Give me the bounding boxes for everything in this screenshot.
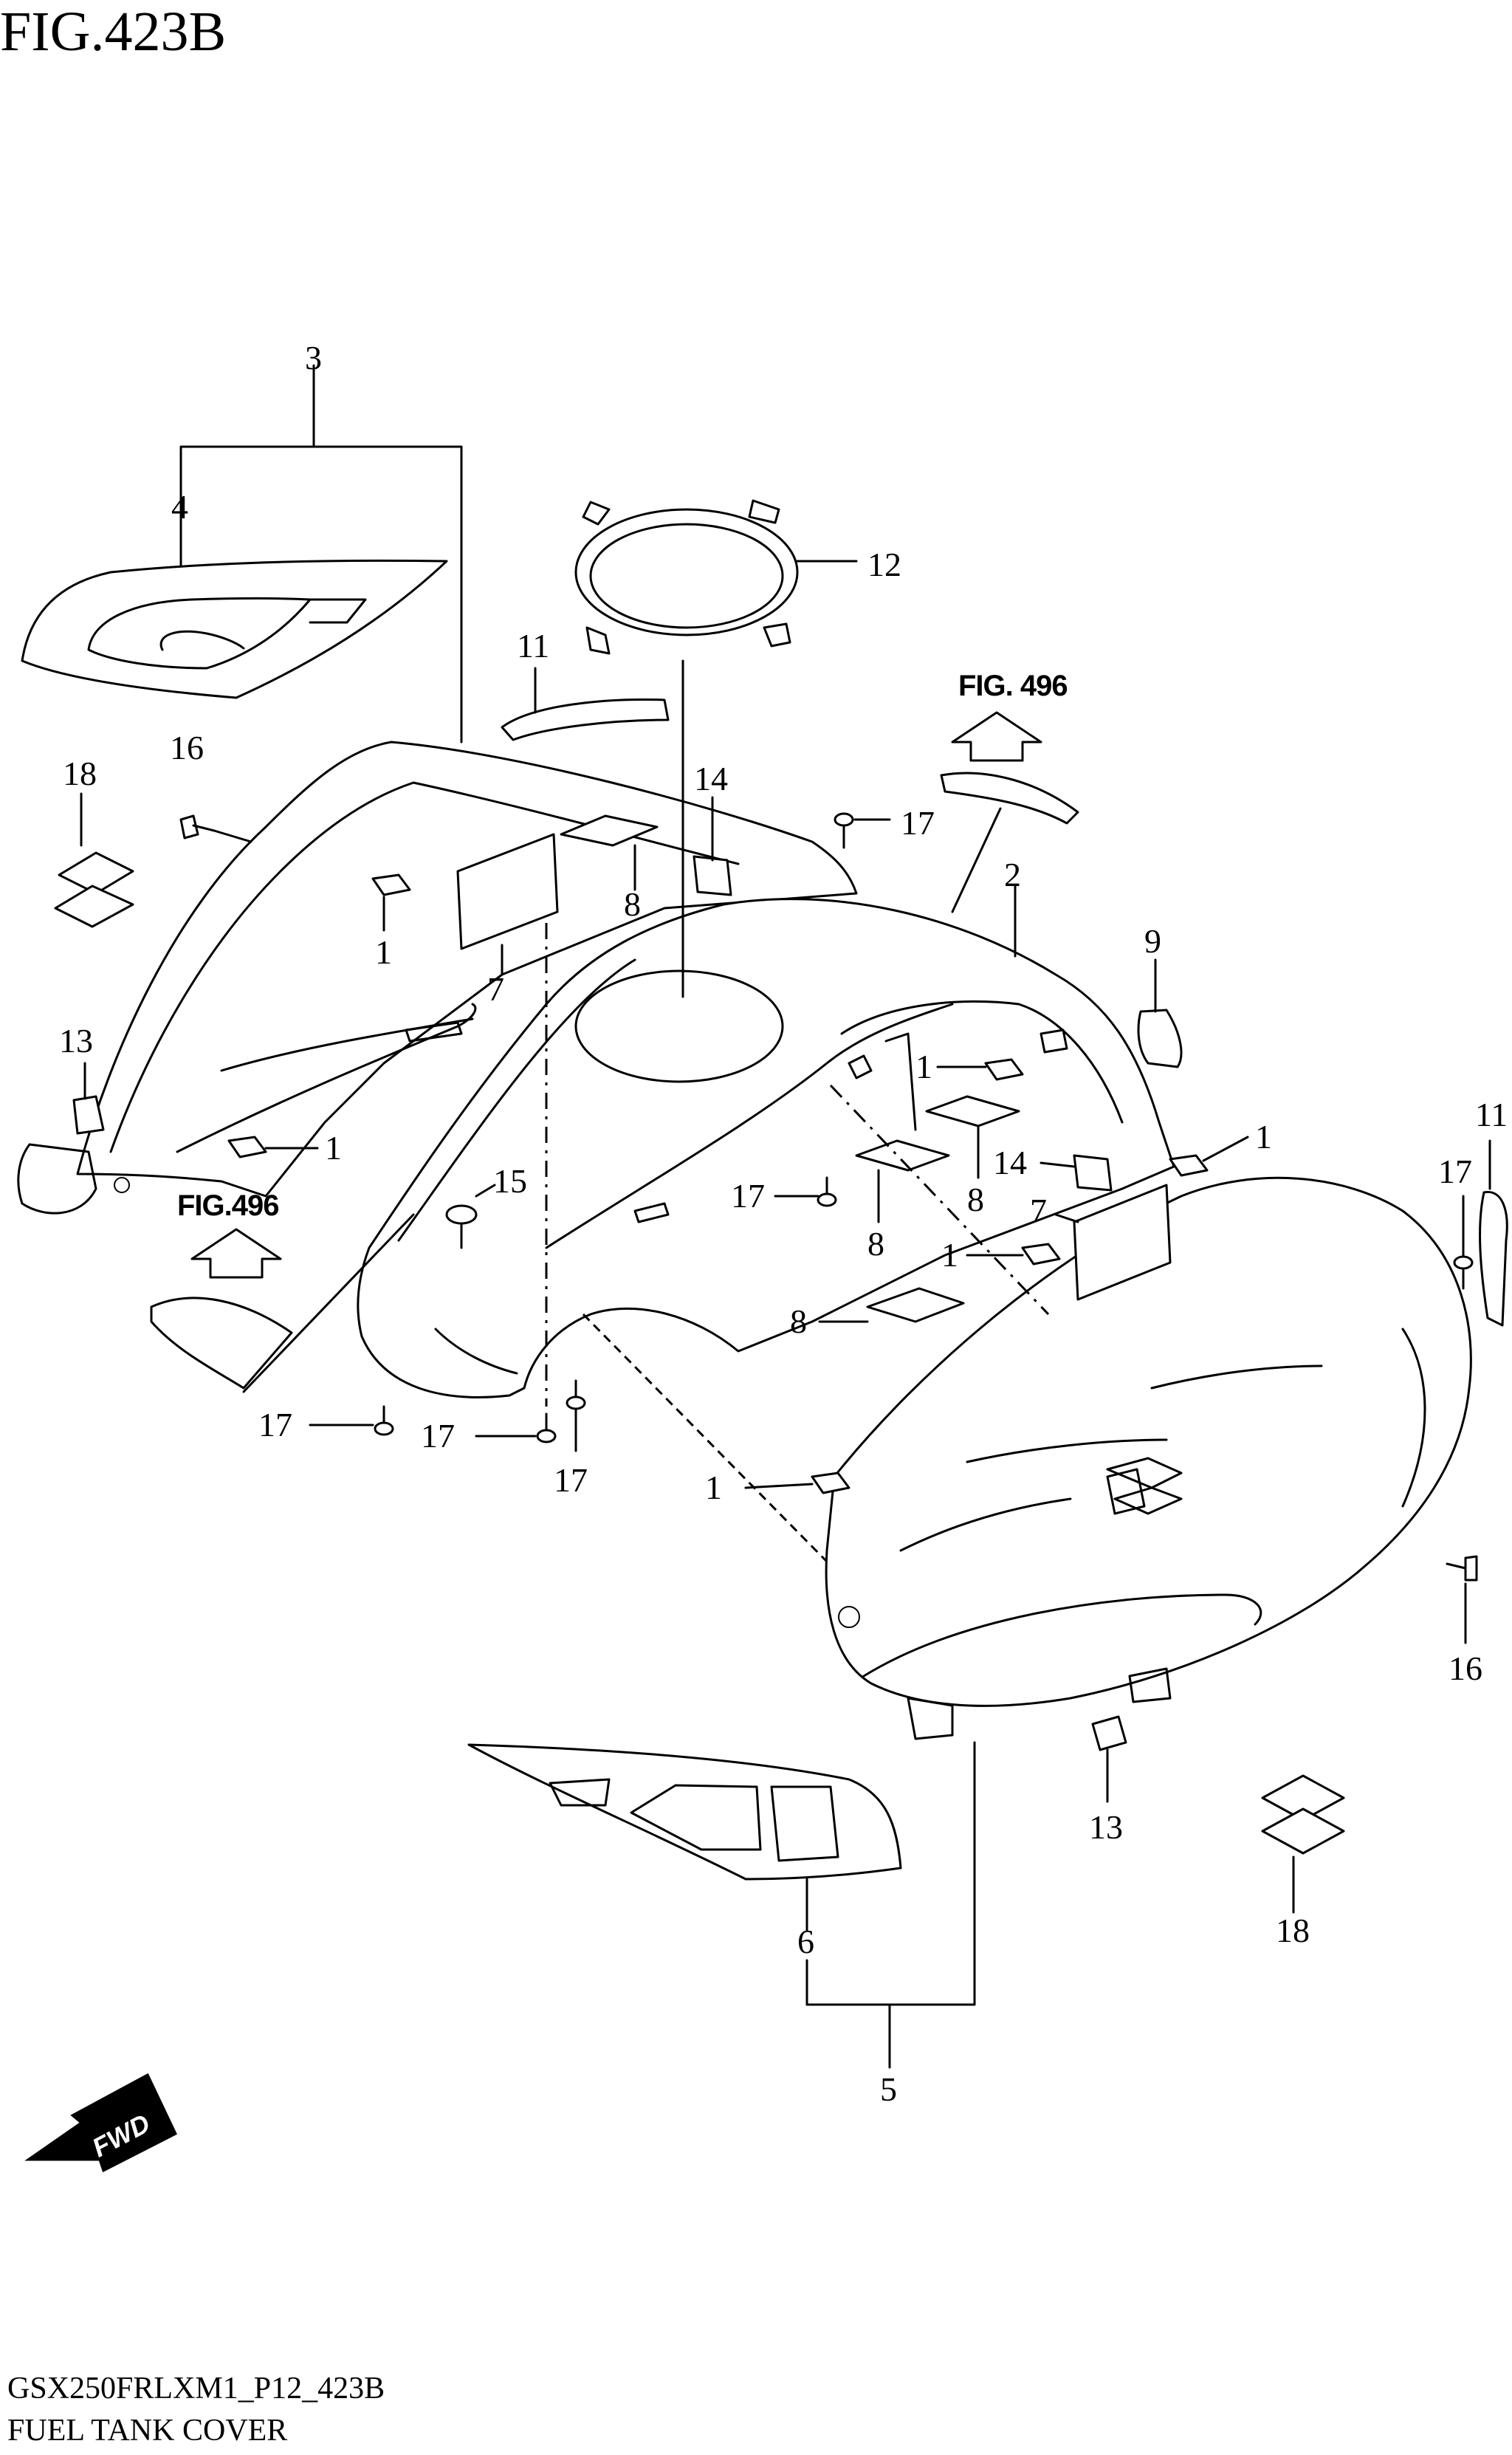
callout-13-left: 13: [59, 1022, 93, 1060]
callout-labels: 3 4 12 11 16 18 14 17 2 8 1 9 7 13 1 11 …: [59, 339, 1508, 2108]
callout-1-left: 1: [325, 1129, 342, 1167]
part-4-side-cover-left: [21, 559, 448, 699]
callout-2: 2: [1004, 856, 1021, 893]
callout-11: 11: [1475, 1096, 1508, 1133]
part-18-emblem-right: [1261, 1774, 1345, 1855]
callout-7-upper: 7: [487, 970, 504, 1008]
callout-15: 15: [493, 1162, 527, 1200]
callout-1-bottom: 1: [705, 1469, 722, 1506]
leader-lines: [80, 364, 1491, 2069]
figure-title: FIG.423B: [0, 1, 226, 63]
model-code: GSX250FRLXM1_P12_423B: [7, 2372, 385, 2406]
fasteners: [179, 812, 1478, 1582]
callout-10: 11: [517, 627, 549, 665]
part-7-pad-lower: [1073, 1184, 1172, 1301]
callout-5: 5: [880, 2070, 897, 2108]
fig-ref-upper-part: [940, 772, 1079, 825]
callout-16-right: 16: [1449, 1649, 1482, 1687]
part-1-clips: [227, 873, 1209, 1494]
section-name: FUEL TANK COVER: [7, 2414, 287, 2448]
callout-16-left: 16: [170, 729, 204, 766]
callout-1-right: 1: [1255, 1118, 1272, 1156]
tank-emblem-outline: [1106, 1457, 1183, 1515]
callout-9: 9: [1144, 922, 1161, 960]
part-8-pad-d: [866, 1287, 965, 1323]
callout-8-upper: 8: [624, 885, 641, 923]
callout-6: 6: [797, 1923, 814, 1960]
callout-3: 3: [305, 339, 322, 377]
callout-17-upper: 17: [901, 804, 935, 842]
fwd-arrow-icon: FWD: [24, 2073, 177, 2173]
part-10-strip: [501, 698, 670, 741]
part-7-pad-upper: [456, 833, 559, 950]
fig-ref-lower: FIG.496: [150, 1189, 293, 1390]
callout-8-low: 8: [867, 1225, 884, 1263]
callout-12: 12: [867, 546, 901, 583]
callout-17-bl1: 17: [258, 1406, 292, 1443]
part-12-cap-ring: [574, 499, 799, 655]
part-8-pad-a: [560, 814, 659, 847]
part-13-clip-left: [72, 1095, 105, 1135]
callout-17-bl2: 17: [421, 1417, 455, 1455]
fig-ref-lower-label[interactable]: FIG.496: [177, 1189, 280, 1222]
callout-7-lower: 7: [1030, 1192, 1047, 1229]
part-14-pad-upper: [693, 855, 732, 896]
callout-18-left: 18: [63, 755, 97, 792]
callout-8-bottom: 8: [790, 1302, 807, 1340]
fig-ref-lower-part: [150, 1297, 293, 1390]
part-18-emblem-left: [54, 851, 134, 928]
part-11-strip: [1479, 1191, 1508, 1327]
part-2-tank-cover: [357, 898, 1175, 1398]
callout-4: 4: [171, 488, 188, 526]
callout-17-mid: 17: [731, 1177, 765, 1215]
fig-ref-upper: FIG. 496: [940, 670, 1079, 825]
callout-1-upper: 1: [375, 933, 392, 971]
part-8-pad-b: [925, 1095, 1020, 1127]
part-14-pad-lower: [1073, 1154, 1113, 1192]
callout-1-lower: 1: [941, 1236, 958, 1274]
part-9-pad: [1137, 1009, 1183, 1068]
callout-1-mid: 1: [915, 1048, 932, 1085]
part-13-clip-right: [1091, 1715, 1127, 1751]
callout-8-mid: 8: [967, 1181, 984, 1218]
part-8-pad-c: [855, 1139, 950, 1172]
callout-13-right: 13: [1089, 1808, 1123, 1846]
part-6-lower-decal: [467, 1743, 902, 1881]
callout-17-bl3: 17: [554, 1461, 588, 1499]
callout-14-upper: 14: [694, 760, 728, 797]
callout-14-lower: 14: [993, 1144, 1027, 1181]
fig-ref-upper-label[interactable]: FIG. 496: [958, 670, 1068, 702]
callout-18-right: 18: [1276, 1912, 1310, 1949]
callout-17-right: 17: [1438, 1153, 1472, 1190]
